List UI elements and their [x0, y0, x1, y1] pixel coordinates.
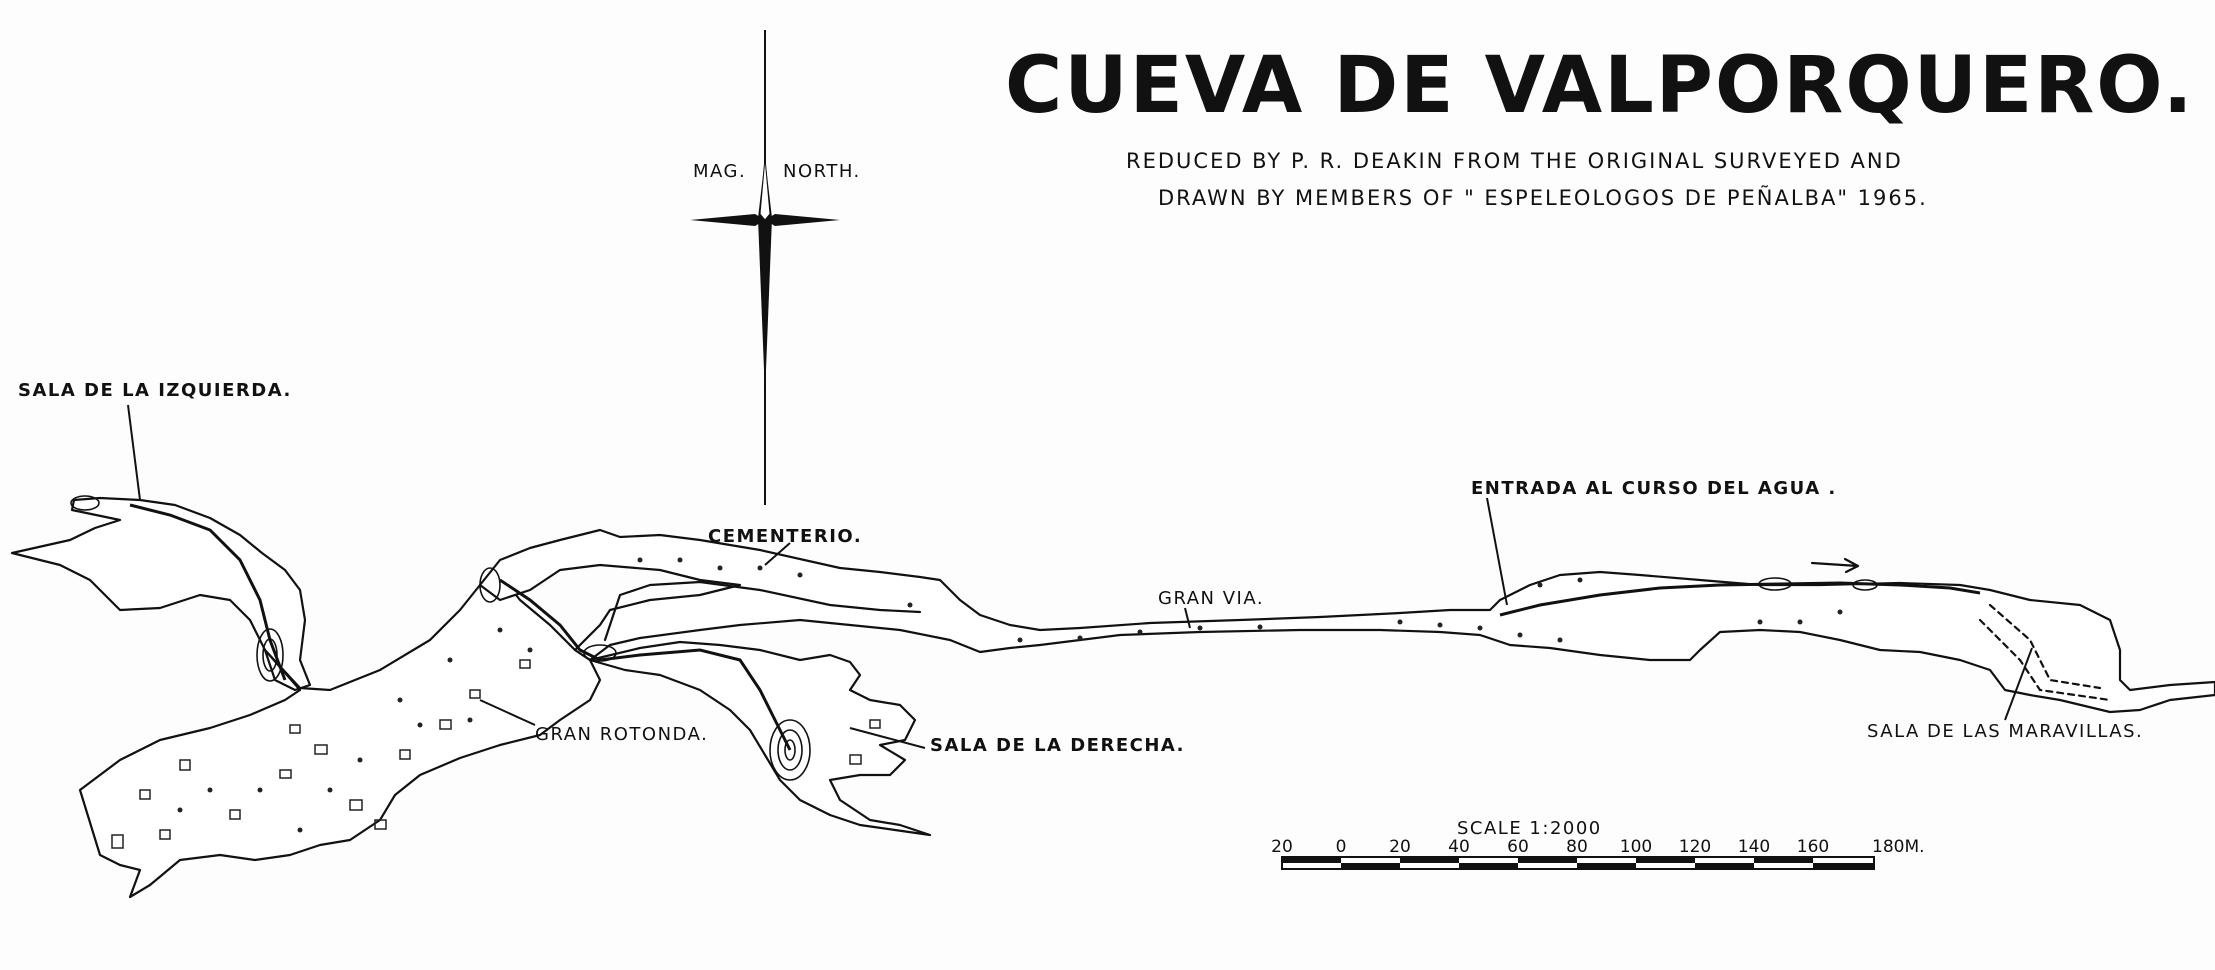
north-label-mag: MAG. — [693, 161, 746, 182]
credit-line-1: REDUCED BY P. R. DEAKIN FROM THE ORIGINA… — [1126, 149, 1903, 173]
river-course-middle — [499, 578, 792, 751]
label-sala-izquierda: SALA DE LA IZQUIERDA. — [18, 380, 292, 401]
scale-bar — [1281, 856, 1875, 870]
scale-tick-label: 0 — [1336, 837, 1347, 857]
label-sala-maravillas: SALA DE LAS MARAVILLAS. — [1867, 721, 2143, 742]
label-entrada: ENTRADA AL CURSO DEL AGUA . — [1471, 478, 1837, 499]
river-course — [129, 503, 287, 681]
scale-tick-label: 80 — [1566, 837, 1588, 857]
boulder-symbols — [111, 659, 881, 849]
gran-via-inner-wall — [603, 580, 922, 642]
arrow-flow-icon — [1810, 557, 1860, 574]
label-gran-via: GRAN VIA. — [1158, 588, 1264, 609]
credit-line-2: DRAWN BY MEMBERS OF " ESPELEOLOGOS DE PE… — [1158, 184, 1928, 210]
scale-tick-label: 20 — [1389, 837, 1411, 857]
scale-title: SCALE 1:2000 — [1457, 818, 1602, 839]
pool-icon — [70, 495, 1878, 781]
scale-tick-label: 120 — [1679, 837, 1711, 857]
label-cementerio: CEMENTERIO. — [708, 526, 862, 547]
scale-tick-labels: 20 0 20 40 60 80 100 120 140 160 180M. — [1271, 837, 1924, 857]
passage-sala-derecha — [588, 640, 932, 837]
leader-sala-izquierda — [127, 404, 141, 501]
scale-tick-label: 40 — [1448, 837, 1470, 857]
leader-gran-via — [1184, 607, 1191, 629]
north-arrow-icon — [690, 30, 840, 505]
label-gran-rotonda: GRAN ROTONDA. — [535, 724, 708, 745]
label-sala-derecha: SALA DE LA DERECHA. — [930, 735, 1185, 756]
north-label-north: NORTH. — [783, 161, 861, 182]
scale-tick-label: 100 — [1620, 837, 1652, 857]
scale-tick-label: 60 — [1507, 837, 1529, 857]
leader-sala-derecha — [849, 727, 926, 749]
leader-entrada — [1486, 497, 1508, 606]
leader-cementerio — [764, 542, 791, 566]
leader-gran-rotonda — [479, 699, 536, 726]
leader-sala-maravillas — [2004, 647, 2033, 721]
passage-sala-izquierda — [10, 496, 312, 692]
rubble-dots — [177, 557, 1843, 833]
dashed-passage — [1978, 603, 2112, 702]
scale-tick-label: 140 — [1738, 837, 1770, 857]
scale-tick-label: 180M. — [1872, 837, 1925, 857]
map-title: CUEVA DE VALPORQUERO. — [1005, 41, 2195, 131]
passage-gran-rotonda — [78, 573, 602, 899]
river-course-east — [1499, 581, 1981, 617]
scale-tick-label: 20 — [1271, 837, 1293, 857]
passage-cementerio — [478, 528, 2215, 714]
scale-tick-label: 160 — [1797, 837, 1829, 857]
